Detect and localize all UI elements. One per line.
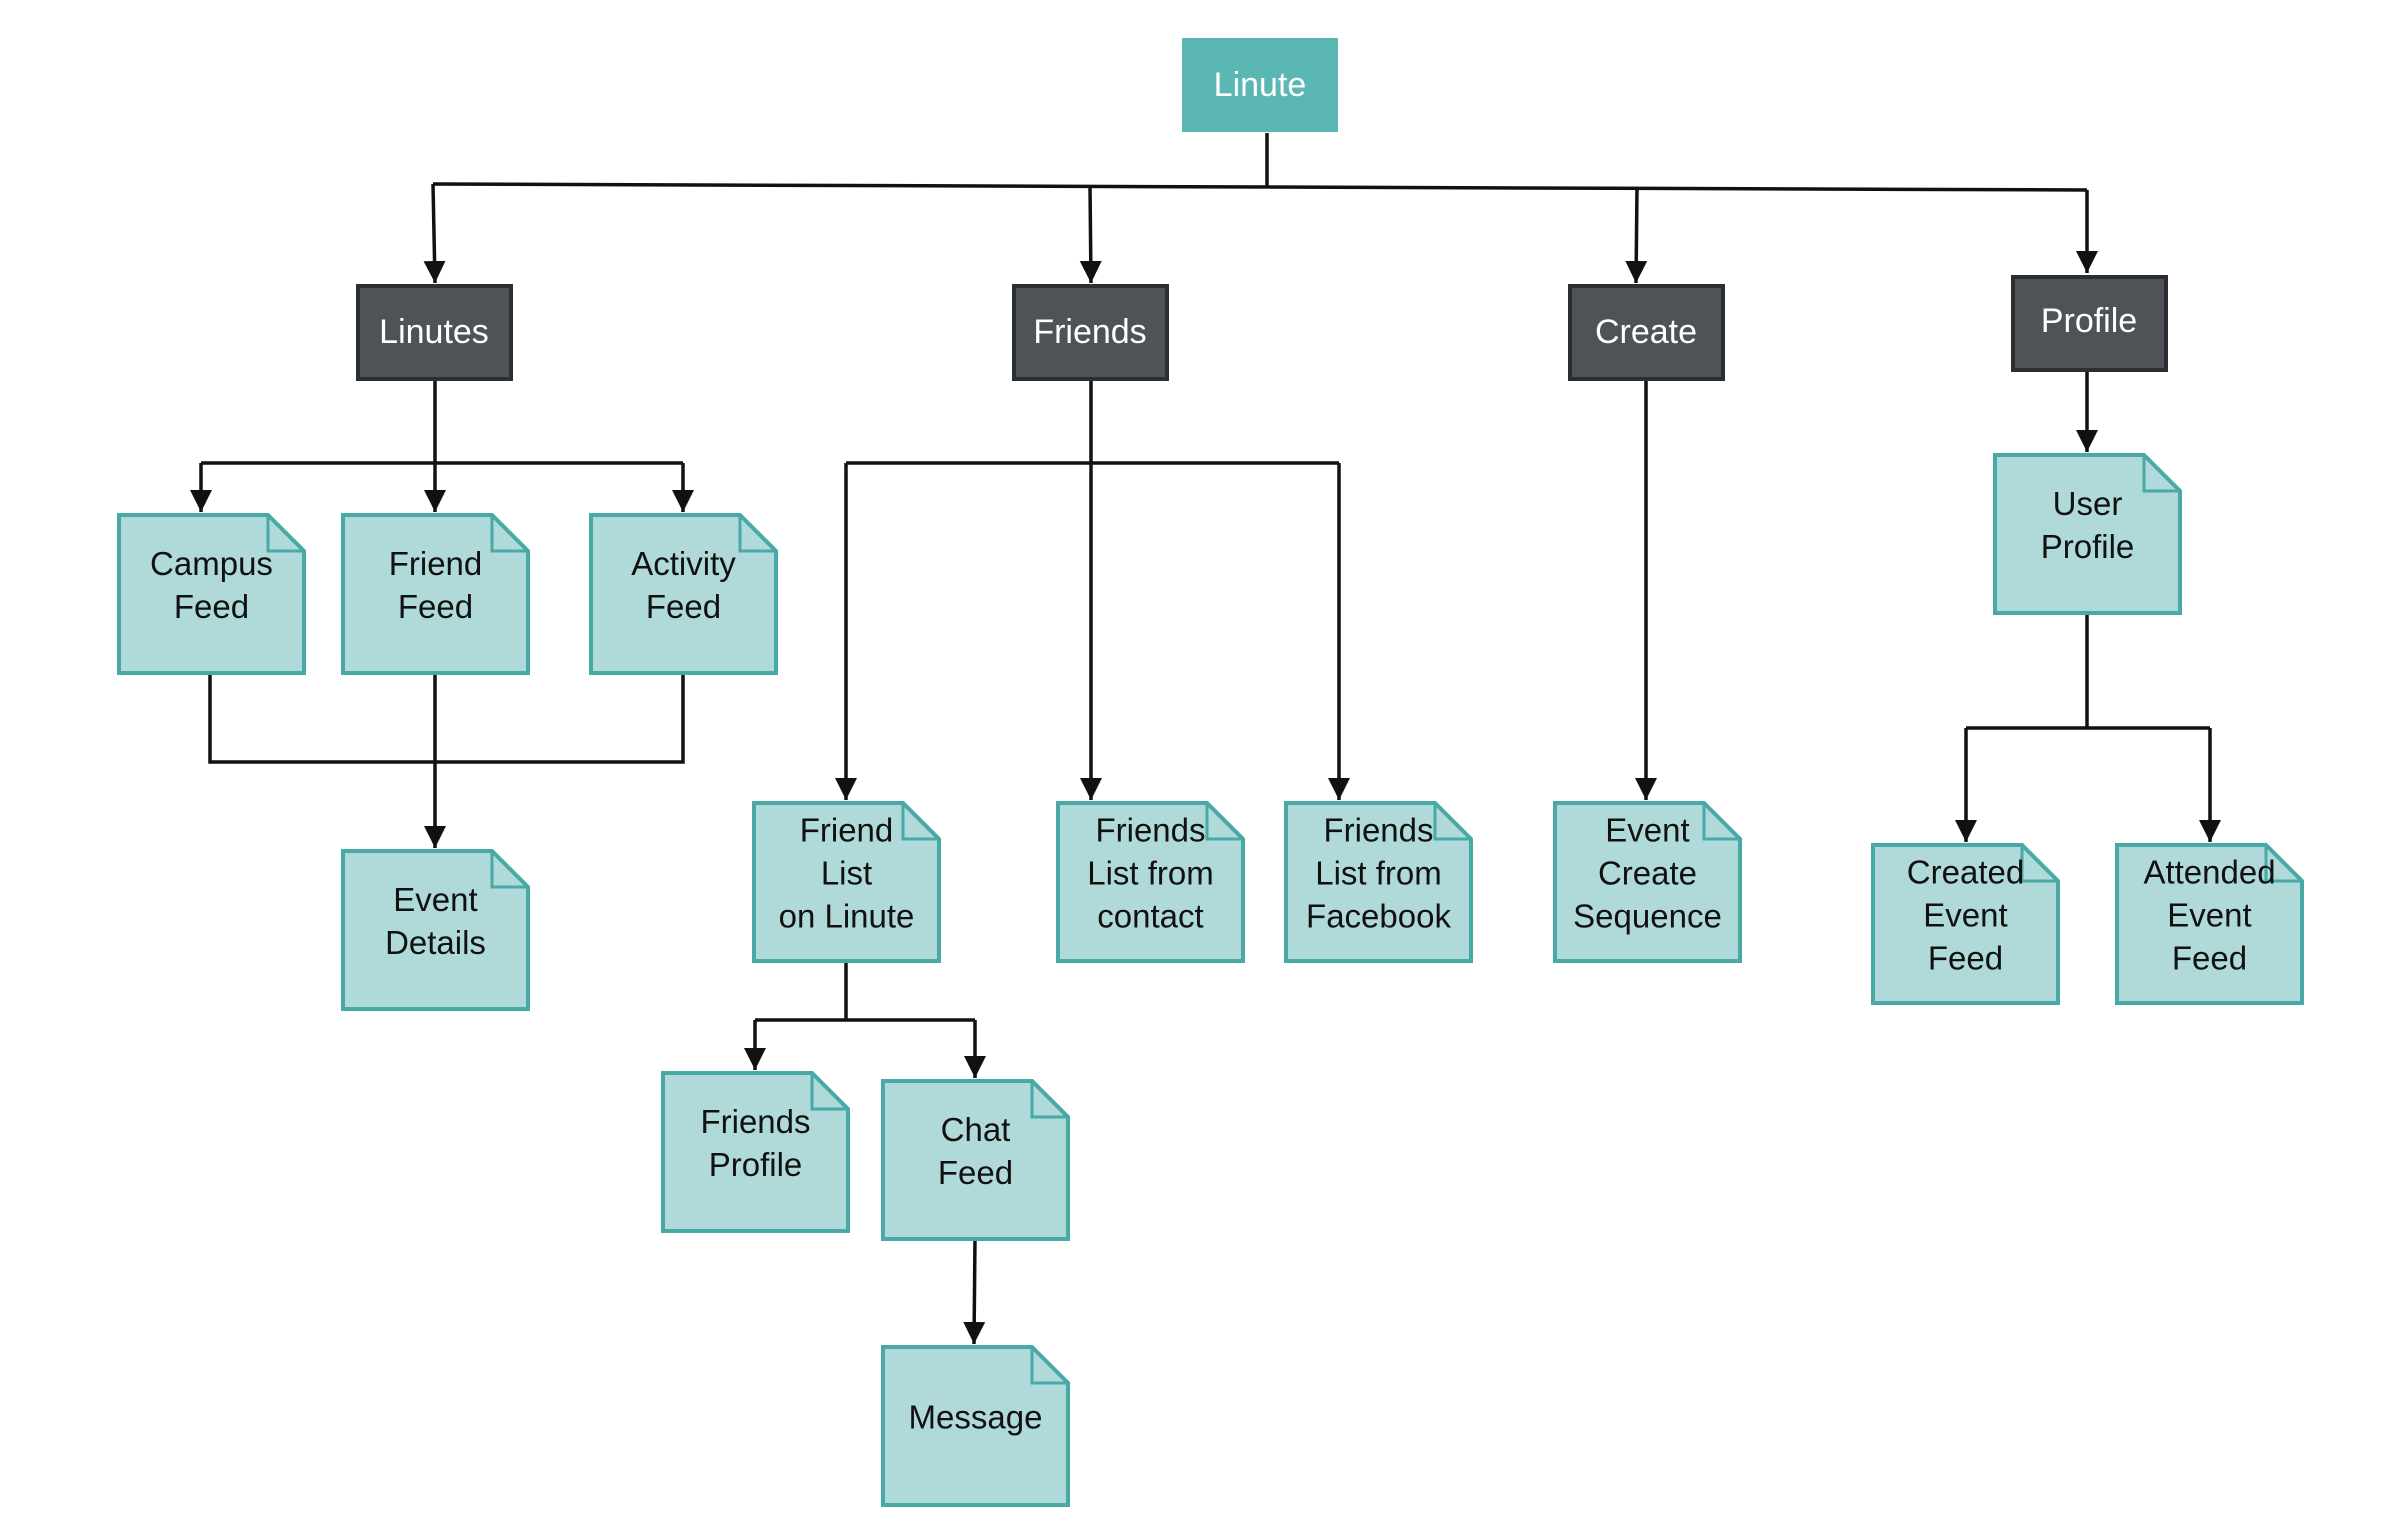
doc-label-line: Profile: [709, 1146, 803, 1183]
doc-fold-corner: [2264, 845, 2302, 883]
doc-label-line: Event: [1923, 897, 2007, 934]
doc-label-line: Create: [1598, 855, 1697, 892]
section-label-profile: Profile: [2041, 302, 2137, 340]
doc-label-line: Feed: [2172, 940, 2247, 977]
doc-label-line: Friends: [1323, 812, 1433, 849]
doc-label-line: Campus: [150, 545, 273, 582]
doc-fold-corner: [1702, 803, 1740, 841]
doc-shape: [341, 849, 530, 1011]
doc-label-line: Feed: [1928, 940, 2003, 977]
doc-label-line: Created: [1907, 854, 2024, 891]
root-node: Linute: [1182, 38, 1338, 132]
doc-shape: [2115, 843, 2304, 1005]
doc-fold-corner: [1433, 803, 1471, 841]
doc-label-line: Feed: [646, 588, 721, 625]
section-node-linutes: Linutes: [356, 284, 513, 381]
doc-label-line: Friends: [1095, 812, 1205, 849]
connectors: [190, 133, 2221, 1345]
doc-label-line: contact: [1097, 898, 1203, 935]
doc-label-line: List from: [1315, 855, 1442, 892]
doc-label-line: Chat: [941, 1111, 1011, 1148]
root-node-label: Linute: [1214, 66, 1307, 104]
doc-label-line: Event: [393, 881, 477, 918]
doc-label-line: Profile: [2041, 528, 2135, 565]
section-label-create: Create: [1595, 313, 1697, 351]
doc-label-line: List: [821, 855, 872, 892]
doc-shape: [117, 513, 306, 675]
doc-shape: [589, 513, 778, 675]
doc-label-line: Event: [2167, 897, 2251, 934]
doc-fold-corner: [2142, 455, 2180, 493]
doc-label-line: List from: [1087, 855, 1214, 892]
arrow-to-message: [963, 1237, 986, 1345]
doc-label-line: Sequence: [1573, 898, 1722, 935]
doc-fold-corner: [1205, 803, 1243, 841]
doc-shape: [661, 1071, 850, 1233]
doc-shape: [1993, 453, 2182, 615]
section-node-friends: Friends: [1012, 284, 1169, 381]
doc-shape: [1553, 801, 1742, 963]
doc-shape: [341, 513, 530, 675]
doc-fold-corner: [901, 803, 939, 841]
doc-fold-corner: [1030, 1081, 1068, 1119]
doc-fold-corner: [810, 1073, 848, 1111]
doc-label-line: Activity: [631, 545, 736, 582]
doc-fold-corner: [2020, 845, 2058, 883]
doc-label-line: Friend: [800, 812, 894, 849]
doc-shape: [1056, 801, 1245, 963]
doc-label-line: Friends: [700, 1103, 810, 1140]
connector-root-bus: [432, 182, 2088, 192]
section-label-friends: Friends: [1033, 313, 1146, 351]
doc-shape: [1284, 801, 1473, 963]
doc-label-line: Event: [1605, 812, 1689, 849]
doc-fold-corner: [1030, 1347, 1068, 1385]
doc-fold-corner: [266, 515, 304, 553]
section-label-linutes: Linutes: [379, 313, 489, 351]
doc-label-line: Attended: [2143, 854, 2275, 891]
doc-label-line: User: [2053, 485, 2123, 522]
doc-shape: [881, 1079, 1070, 1241]
doc-fold-corner: [490, 515, 528, 553]
connector-feeds-merge: [208, 673, 685, 764]
doc-shape: [1871, 843, 2060, 1005]
doc-fold-corner: [490, 851, 528, 889]
arrow-to-create: [1625, 187, 1648, 284]
doc-label-line: Feed: [174, 588, 249, 625]
doc-label-line: Friend: [389, 545, 483, 582]
section-node-profile: Profile: [2011, 275, 2168, 372]
doc-fold-corner: [738, 515, 776, 553]
doc-label-line: Feed: [938, 1154, 1013, 1191]
doc-label-line: Facebook: [1306, 898, 1451, 935]
document-nodes: CampusFeedFriendFeedActivityFeedEventDet…: [117, 453, 2304, 1507]
doc-shape: [881, 1345, 1070, 1507]
doc-node-message: Message: [881, 1345, 1070, 1507]
arrow-to-linutes: [423, 183, 446, 284]
section-node-create: Create: [1568, 284, 1725, 381]
doc-label-line: Feed: [398, 588, 473, 625]
doc-label-line: on Linute: [779, 898, 915, 935]
doc-label-line: Message: [909, 1399, 1043, 1436]
doc-shape: [752, 801, 941, 963]
arrow-to-friends: [1079, 185, 1102, 284]
doc-label-line: Details: [385, 924, 486, 961]
